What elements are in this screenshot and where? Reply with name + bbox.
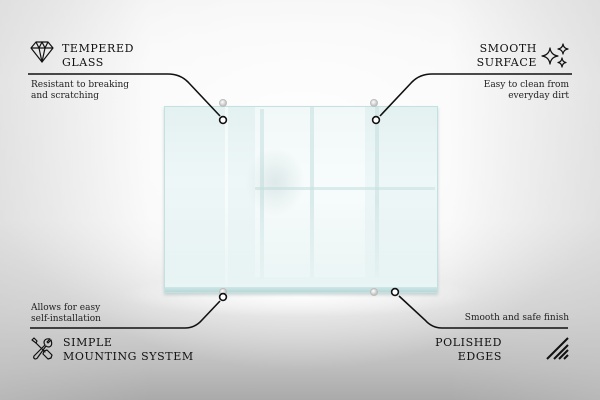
feature-title-polished-edges: POLISHED EDGES <box>435 336 502 364</box>
glass-fog <box>165 202 437 292</box>
mount-screw-top-left <box>219 99 227 107</box>
callout-dot-simple-mounting <box>218 292 228 302</box>
title-line: EDGES <box>457 350 502 363</box>
window-mullion <box>375 107 379 277</box>
feature-description-smooth-surface: Easy to clean from everyday dirt <box>484 80 569 102</box>
description-line: and scratching <box>31 91 100 101</box>
description-line: Easy to clean from <box>483 80 569 90</box>
callout-line-polished-edges <box>398 295 568 329</box>
window-transom <box>255 187 435 190</box>
diamond-icon <box>30 41 54 67</box>
title-line: GLASS <box>62 56 104 69</box>
callout-line-tempered-glass <box>28 73 221 117</box>
glass-bottom-edge <box>165 287 437 292</box>
callout-dot-tempered-glass <box>218 115 228 125</box>
description-line: Allows for easy <box>31 303 101 313</box>
title-line: POLISHED <box>435 336 502 349</box>
polished-edges-icon <box>546 337 570 365</box>
description-line: self-installation <box>31 314 101 324</box>
sparkles-icon <box>541 43 571 75</box>
mount-screw-bottom-right <box>370 288 378 296</box>
description-line: Smooth and safe finish <box>464 313 569 323</box>
callout-dot-polished-edges <box>390 287 400 297</box>
window-reflection <box>225 107 228 292</box>
title-line: MOUNTING SYSTEM <box>63 350 194 363</box>
callout-line-smooth-surface <box>379 73 572 117</box>
title-line: TEMPERED <box>62 42 134 55</box>
title-line: SIMPLE <box>63 336 113 349</box>
window-mullion <box>260 109 264 279</box>
description-line: Resistant to breaking <box>31 80 130 90</box>
feature-title-simple-mounting: SIMPLE MOUNTING SYSTEM <box>63 336 194 364</box>
feature-title-smooth-surface: SMOOTH SURFACE <box>477 42 537 70</box>
tools-icon <box>30 337 54 365</box>
callout-dot-smooth-surface <box>371 115 381 125</box>
title-line: SMOOTH <box>479 42 537 55</box>
window-mullion <box>310 107 314 277</box>
feature-description-tempered-glass: Resistant to breaking and scratching <box>31 80 129 102</box>
title-line: SURFACE <box>476 56 537 69</box>
feature-description-polished-edges: Smooth and safe finish <box>465 313 569 324</box>
glass-panel-image <box>164 106 438 293</box>
feature-description-simple-mounting: Allows for easy self-installation <box>31 303 101 325</box>
feature-title-tempered-glass: TEMPERED GLASS <box>62 42 134 70</box>
mount-screw-top-right <box>370 99 378 107</box>
description-line: everyday dirt <box>508 91 569 101</box>
callout-line-simple-mounting <box>30 300 221 329</box>
